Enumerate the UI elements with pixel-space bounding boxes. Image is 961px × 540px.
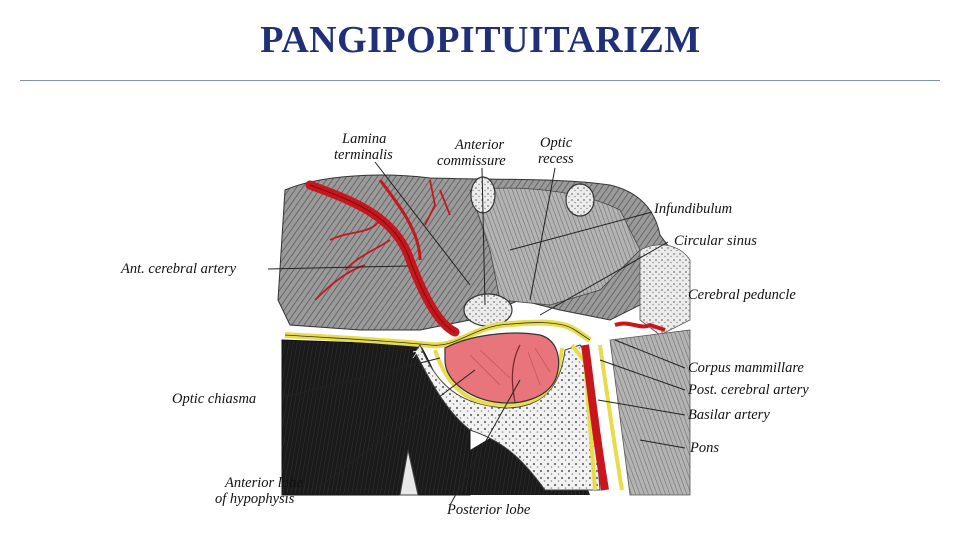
label-optic-chiasma: Optic chiasma — [172, 391, 256, 407]
label-lamina-terminalis-1: Lamina — [341, 131, 386, 147]
label-post-cerebral-artery: Post. cerebral artery — [687, 382, 809, 398]
label-lamina-terminalis-2: terminalis — [334, 147, 393, 163]
label-pons: Pons — [689, 440, 719, 456]
basilar-artery — [581, 344, 609, 491]
post-cerebral-artery-knot — [614, 321, 666, 332]
label-seven-mark: 7 — [412, 349, 418, 361]
label-ant-cerebral-artery: Ant. cerebral artery — [120, 261, 237, 277]
label-cerebral-peduncle: Cerebral peduncle — [688, 287, 796, 303]
slide-title: PANGIPOPITUITARIZM — [260, 19, 701, 61]
dorsum-sellae — [399, 449, 419, 496]
label-anterior-lobe-2: of hypophysis — [215, 491, 295, 507]
label-basilar-artery: Basilar artery — [688, 407, 770, 423]
label-optic-recess-1: Optic — [540, 135, 573, 151]
label-posterior-lobe: Posterior lobe — [446, 502, 531, 518]
label-infundibulum: Infundibulum — [653, 201, 732, 217]
basilar-artery-yellow — [598, 344, 624, 491]
pons-region — [609, 329, 691, 496]
commissure-oval-right — [565, 183, 595, 217]
title-divider — [20, 80, 940, 81]
cerebral-peduncle-region — [639, 244, 691, 336]
label-anterior-lobe-1: Anterior lobe — [224, 475, 303, 491]
hypophysis-gland — [444, 332, 560, 404]
label-circular-sinus: Circular sinus — [674, 233, 757, 249]
artery-branch-3 — [424, 179, 451, 226]
label-optic-recess-2: recess — [538, 151, 574, 167]
optic-chiasm-body — [463, 293, 513, 327]
label-anterior-commissure-2: commissure — [437, 153, 506, 169]
label-corpus-mammillare: Corpus mammillare — [688, 360, 804, 376]
gland-texture — [469, 347, 551, 386]
label-anterior-commissure-1: Anterior — [454, 137, 504, 153]
leader-lines — [267, 161, 686, 506]
artery-branch-1 — [378, 179, 422, 261]
gland-lobe-divider — [511, 344, 521, 403]
artery-branch-2 — [314, 219, 391, 301]
